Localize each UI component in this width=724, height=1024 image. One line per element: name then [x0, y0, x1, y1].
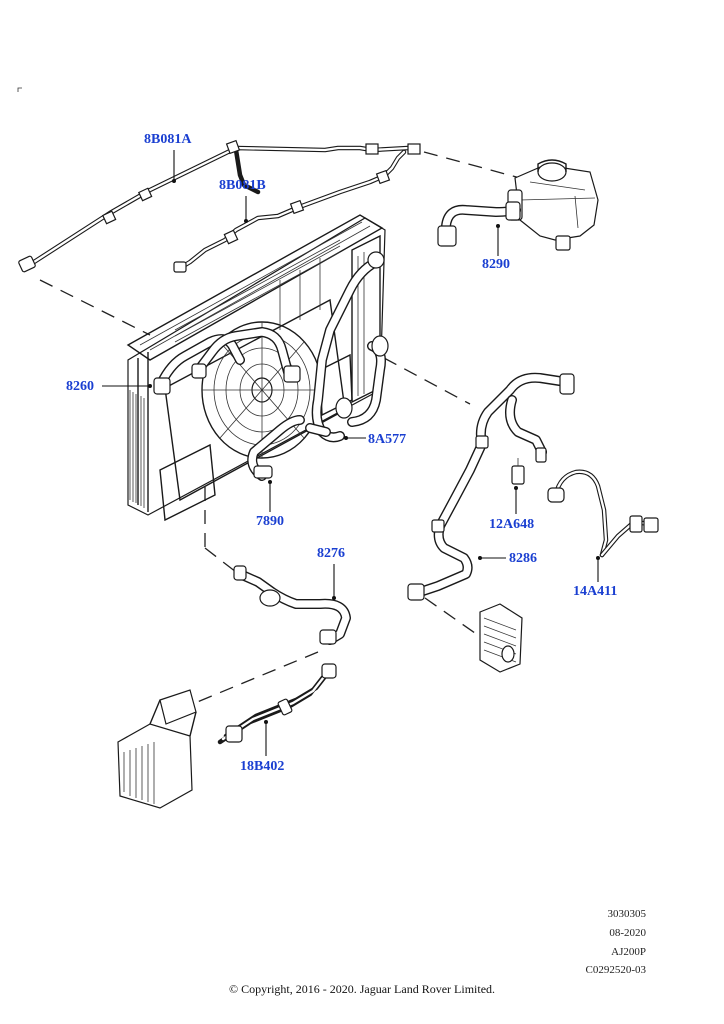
illustration-date: 08-2020	[609, 927, 646, 939]
part-8286-hose[interactable]	[407, 372, 575, 601]
illustration-number: 3030305	[607, 908, 647, 920]
callout-leaders	[102, 150, 600, 756]
callout-12A648[interactable]: 12A648	[489, 517, 535, 532]
callout-8290[interactable]: 8290	[482, 257, 510, 272]
part-8290-hose[interactable]	[437, 201, 521, 247]
callout-8A577[interactable]: 8A577	[368, 432, 407, 447]
part-18B402-pipe[interactable]	[217, 663, 337, 745]
part-14A411-harness[interactable]	[547, 469, 659, 558]
callout-8B081A[interactable]: 8B081A	[144, 132, 192, 147]
callout-8260[interactable]: 8260	[66, 379, 94, 394]
upper-radiator-hoses[interactable]	[153, 327, 301, 395]
oil-cooler[interactable]	[479, 603, 523, 673]
part-7890-hose[interactable]	[247, 415, 305, 481]
callout-7890[interactable]: 7890	[256, 514, 284, 529]
callout-8276[interactable]: 8276	[317, 546, 345, 561]
bottom-cooler-module[interactable]	[117, 689, 197, 809]
part-8B081B-vent-pipe[interactable]	[173, 149, 407, 273]
part-8B081A-vent-pipe[interactable]	[18, 139, 421, 273]
part-12A648-sensor[interactable]	[511, 458, 525, 485]
callout-8B081B[interactable]: 8B081B	[219, 178, 266, 193]
callout-8286[interactable]: 8286	[509, 551, 537, 566]
callout-18B402[interactable]: 18B402	[240, 759, 285, 774]
illustration-engine-code: AJ200P	[611, 946, 646, 958]
coolant-expansion-tank[interactable]	[507, 159, 599, 251]
part-8276-hose[interactable]	[233, 565, 351, 645]
part-8A577-hose[interactable]	[305, 251, 389, 443]
copyright-notice: © Copyright, 2016 - 2020. Jaguar Land Ro…	[228, 982, 496, 996]
illustration-reference: C0292520-03	[585, 964, 647, 976]
corner-mark	[17, 87, 22, 92]
callout-14A411[interactable]: 14A411	[573, 584, 618, 599]
